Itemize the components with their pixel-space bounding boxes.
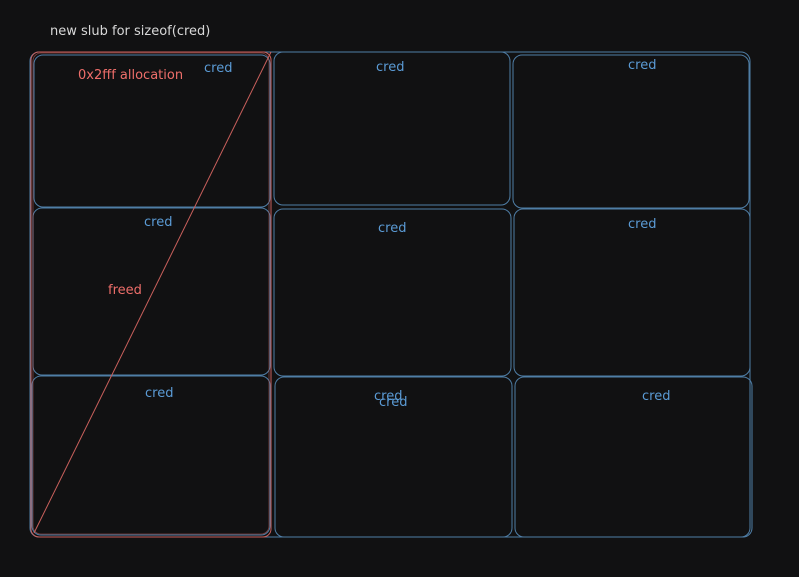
cred-label-r1-c1: cred (204, 61, 233, 76)
cred-label-r1-c3: cred (628, 58, 657, 73)
cred-slot-r2-c2 (273, 208, 512, 377)
cred-label-r3-c3: cred (642, 389, 671, 404)
freed-allocation-inner-edge (32, 52, 270, 535)
cred-slot-r2-c1 (32, 207, 271, 376)
cred-slot-r1-c1 (33, 54, 271, 208)
cred-slot-r3-c2 (274, 376, 513, 538)
cred-slot-r2-c3 (513, 208, 751, 377)
cred-label-r2-c1: cred (144, 215, 173, 230)
cred-label-r3-c1: cred (145, 386, 174, 401)
diagram-title: new slub for sizeof(cred) (50, 24, 211, 39)
cred-slot-r3-c3 (514, 376, 753, 538)
cred-slot-r3-c1 (31, 375, 271, 536)
cred-label-r2-c2: cred (378, 221, 407, 236)
cred-slot-r1-c2 (273, 51, 511, 206)
freed-label: freed (108, 283, 142, 298)
cred-label-r2-c3: cred (628, 217, 657, 232)
freed-allocation-region (30, 51, 272, 538)
cred-slot-r1-c3 (512, 54, 750, 209)
allocation-label: 0x2fff allocation (78, 68, 184, 83)
cred-label-r1-c2: cred (376, 60, 405, 75)
cred-label-r3-c2: cred (374, 389, 403, 404)
freed-diagonal-strike (33, 51, 272, 534)
cred-label-r3-c2-overlap: cred (379, 395, 408, 410)
